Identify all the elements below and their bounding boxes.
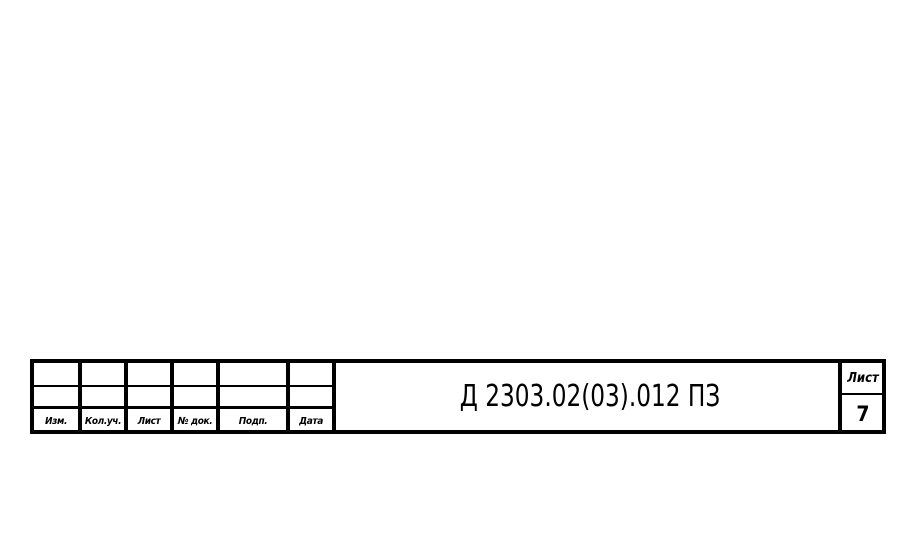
column-label-doc-number: № док. [177, 416, 213, 427]
column-label-sheet: Лист [137, 416, 161, 427]
row-line [34, 406, 332, 409]
divider [332, 363, 336, 430]
divider [170, 363, 174, 430]
sheet-number: 7 [856, 402, 870, 426]
divider [286, 363, 290, 430]
sheet-label: Лист [847, 371, 879, 386]
row-line [838, 393, 886, 395]
document-code: Д 2303.02(03).012 ПЗ [459, 379, 721, 414]
column-label-date: Дата [299, 416, 323, 427]
divider [216, 363, 220, 430]
column-label-count: Кол.уч. [84, 416, 122, 427]
column-label-signature: Подп. [238, 416, 268, 427]
title-block: Изм. Кол.уч. Лист № док. Подп. Дата Д 23… [30, 359, 886, 434]
row-line [34, 385, 332, 387]
divider [838, 363, 842, 430]
divider [124, 363, 128, 430]
column-label-change: Изм. [45, 416, 67, 427]
divider [78, 363, 82, 430]
